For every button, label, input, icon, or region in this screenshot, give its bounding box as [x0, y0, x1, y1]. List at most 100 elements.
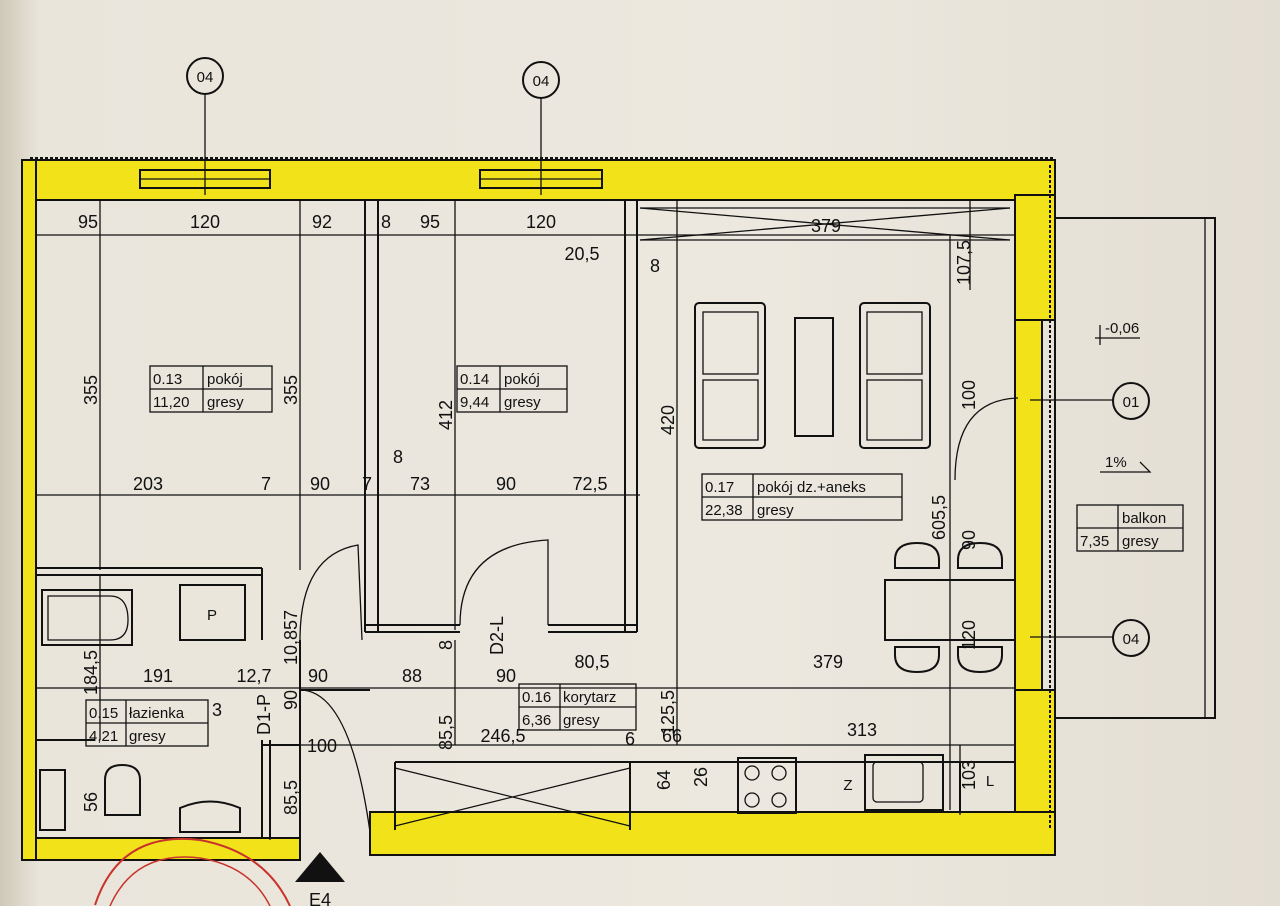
washbasin [179, 800, 241, 833]
left-wall [21, 159, 37, 861]
dim-top-5: 95 [420, 212, 440, 232]
dimension-lines [36, 200, 1015, 840]
dim-90-window: 90 [959, 530, 979, 550]
sink [864, 754, 944, 811]
chair-3 [894, 646, 940, 674]
doors [299, 397, 1019, 838]
dim-412: 412 [436, 400, 456, 430]
stamp-seal [94, 837, 291, 906]
svg-text:gresy: gresy [504, 394, 541, 411]
dim-10-857: 10,857 [281, 610, 301, 665]
dim-top-7: 379 [811, 216, 841, 236]
dim-top-2: 120 [190, 212, 220, 232]
dim-125-5: 125,5 [658, 690, 678, 735]
chair-4 [957, 646, 1003, 674]
axis-circle-right-lower [1112, 619, 1150, 657]
dim-low-5: 90 [496, 666, 516, 686]
sofa-right [859, 302, 931, 449]
svg-text:22,38: 22,38 [705, 502, 743, 519]
room-014-label: 0.14 pokój 9,44 gresy [456, 365, 568, 413]
washing-machine [39, 769, 66, 831]
level-marker: -0,06 [1105, 320, 1139, 337]
svg-text:pokój: pokój [207, 371, 243, 388]
axis-circle-right-upper [1112, 382, 1150, 420]
entry-label: E4 [309, 890, 331, 906]
dim-3: 3 [212, 700, 222, 720]
dim-6: 6 [625, 729, 635, 749]
fridge-label: Z [843, 777, 852, 794]
dim-85-5-a: 85,5 [436, 715, 456, 750]
dim-605-5: 605,5 [929, 495, 949, 540]
dim-355-mid: 355 [281, 375, 301, 405]
dim-100-b: 100 [307, 736, 337, 756]
chair-2 [957, 541, 1003, 569]
dim-low-1: 191 [143, 666, 173, 686]
dim-low-2: 12,7 [236, 666, 271, 686]
svg-text:0.14: 0.14 [460, 371, 489, 388]
dim-64: 64 [654, 770, 674, 790]
l-label: L [986, 773, 994, 790]
door-d2l: D2-L [487, 616, 507, 655]
svg-text:4,21: 4,21 [89, 728, 118, 745]
dim-20-5: 20,5 [564, 244, 599, 264]
door-d1p: D1-P [254, 694, 274, 735]
dim-8-low: 8 [436, 640, 456, 650]
dim-420: 420 [658, 405, 678, 435]
svg-text:0.13: 0.13 [153, 371, 182, 388]
axis-label-top-left: 04 [197, 69, 214, 86]
svg-text:7,35: 7,35 [1080, 533, 1109, 550]
svg-text:6,36: 6,36 [522, 712, 551, 729]
dim-100-window: 100 [959, 380, 979, 410]
slope-label: 1% [1105, 454, 1127, 471]
room-016-label: 0.16 korytarz 6,36 gresy [518, 683, 637, 731]
slope-arrow-icon [1100, 461, 1152, 473]
axis-circle-top-left [186, 57, 224, 95]
balcony [1054, 217, 1216, 719]
svg-text:gresy: gresy [1122, 533, 1159, 550]
svg-text:korytarz: korytarz [563, 689, 616, 706]
toilet [104, 763, 141, 816]
sofa-left [694, 302, 766, 449]
axis-label-right-lower: 04 [1123, 631, 1140, 648]
balcony-label: balkon 7,35 gresy [1076, 504, 1184, 552]
svg-text:9,44: 9,44 [460, 394, 489, 411]
bathtub [41, 589, 133, 646]
chair-1 [894, 541, 940, 569]
bottom-wall-left [29, 837, 301, 861]
axis-circle-top-mid [522, 61, 560, 99]
furniture: P Z L [39, 302, 1016, 833]
dim-low-3: 90 [308, 666, 328, 686]
room-013-label: 0.13 pokój 11,20 gresy [149, 365, 273, 413]
svg-text:gresy: gresy [207, 394, 244, 411]
dim-mid-8: 72,5 [572, 474, 607, 494]
dim-low-6: 80,5 [574, 652, 609, 672]
cooktop [737, 757, 797, 814]
room-015-label: 0.15 łazienka 4,21 gresy [85, 699, 209, 747]
dim-top-1: 95 [78, 212, 98, 232]
dim-107-5: 107,5 [954, 240, 974, 285]
dim-8-corner: 8 [650, 256, 660, 276]
dim-313: 313 [847, 720, 877, 740]
svg-text:pokój dz.+aneks: pokój dz.+aneks [757, 479, 866, 496]
right-wall-mid [1014, 319, 1043, 691]
dim-mid-5: 8 [393, 447, 403, 467]
dim-top-4: 8 [381, 212, 391, 232]
axis-markers: 04 04 01 04 [186, 57, 1150, 657]
dim-120-window: 120 [959, 620, 979, 650]
svg-text:0.15: 0.15 [89, 705, 118, 722]
dim-mid-3: 90 [310, 474, 330, 494]
dim-355-left: 355 [81, 375, 101, 405]
dim-top-3: 92 [312, 212, 332, 232]
boiler-label: P [207, 607, 217, 624]
dim-184-5: 184,5 [81, 650, 101, 695]
dim-mid-2: 7 [261, 474, 271, 494]
dim-85-5-b: 85,5 [281, 780, 301, 815]
svg-text:gresy: gresy [129, 728, 166, 745]
svg-text:pokój: pokój [504, 371, 540, 388]
dim-26: 26 [691, 767, 711, 787]
dim-mid-7: 90 [496, 474, 516, 494]
dim-66: 66 [662, 726, 682, 746]
svg-text:11,20: 11,20 [153, 394, 189, 411]
